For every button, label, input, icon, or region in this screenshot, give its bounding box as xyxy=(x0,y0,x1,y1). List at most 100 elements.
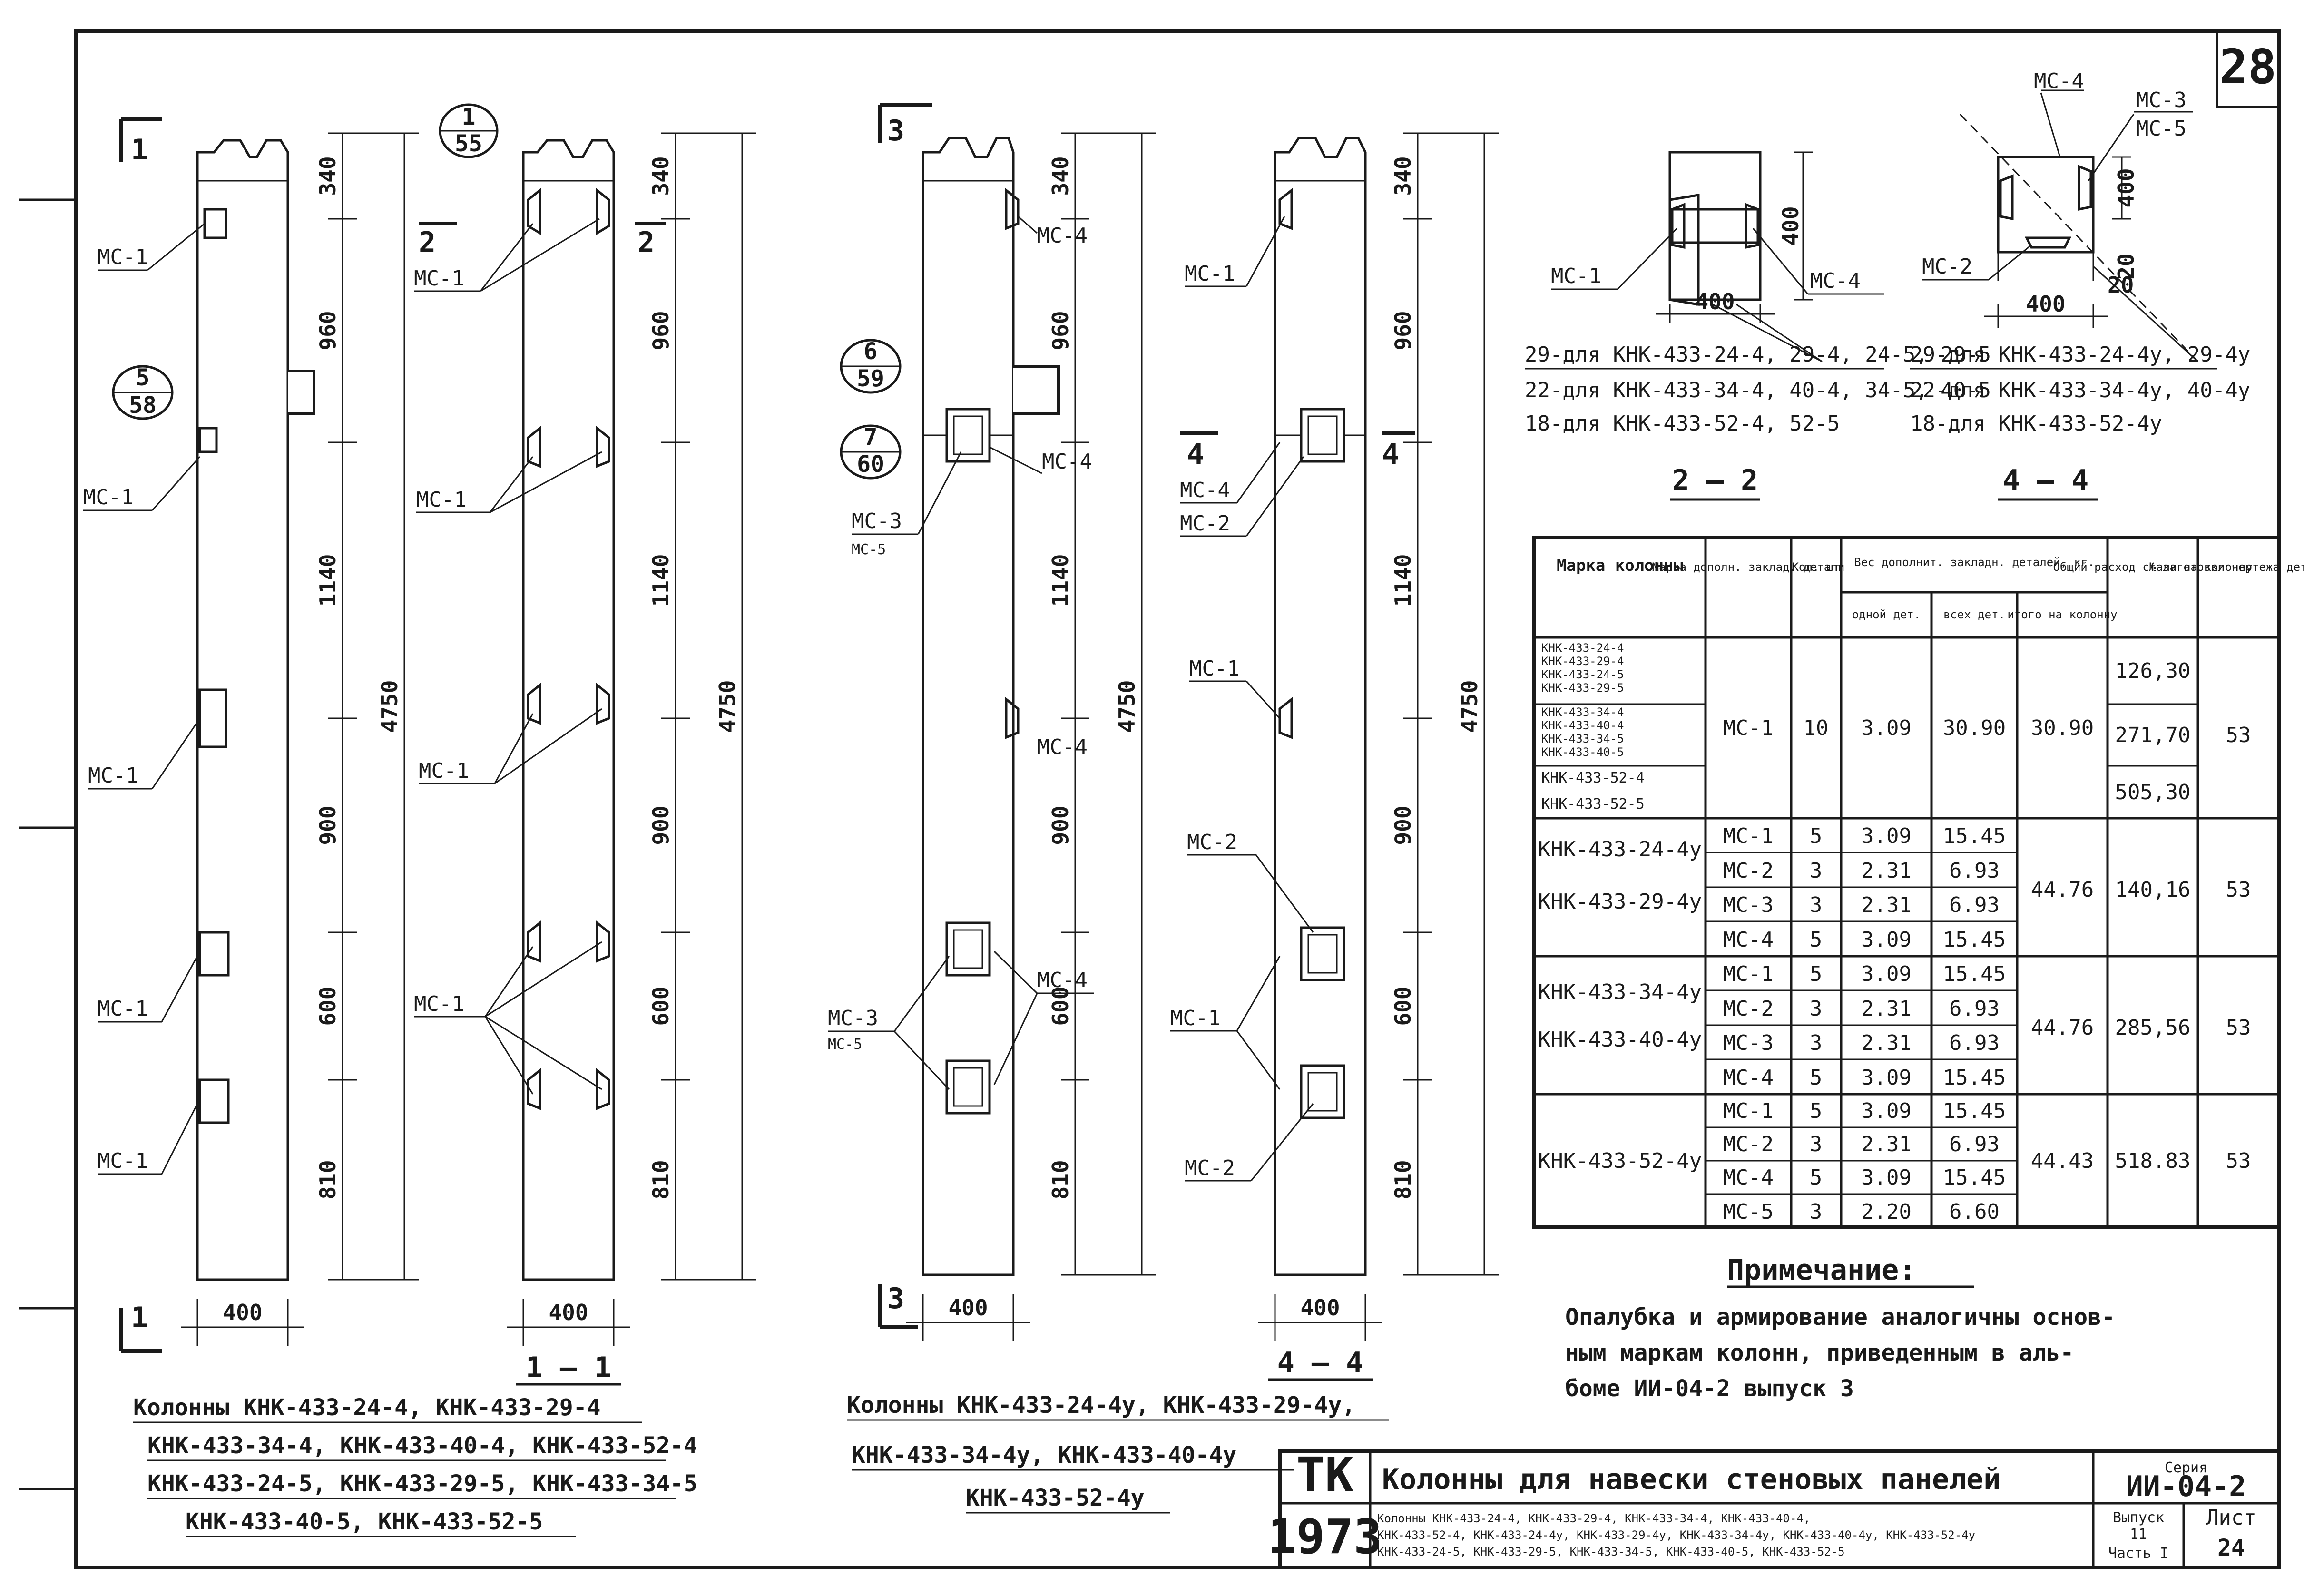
tb-series: ИИ-04-2 xyxy=(2126,1470,2246,1503)
sec22-title: 2 — 2 xyxy=(1672,464,1758,497)
sec22-note-2: 22-для КНК-433-34-4, 40-4, 34-5, 40-5 xyxy=(1525,378,1991,402)
tg3-r2-one: 2.31 xyxy=(1861,1031,1912,1055)
tb-org: ТК xyxy=(1296,1447,1353,1503)
tg1-steel-2: 505,30 xyxy=(2115,780,2191,804)
tg1-detail: МС-1 xyxy=(1723,716,1774,740)
th-drawing: № заготовки чертежа детали xyxy=(2149,560,2304,574)
tg4-r1-detail: МС-2 xyxy=(1723,1132,1774,1156)
sec22-dim-v: 400 xyxy=(1778,206,1804,245)
group1-section-title: 1 — 1 xyxy=(526,1351,612,1384)
callout-5-bottom: 58 xyxy=(129,392,157,419)
label-ms3-c2: МС-3 xyxy=(828,1006,878,1030)
g1b-dim-810: 810 xyxy=(648,1160,674,1199)
tg2-r3-one: 3.09 xyxy=(1861,928,1912,952)
tb-subtitle-1: Колонны КНК-433-24-4, КНК-433-29-4, КНК-… xyxy=(1377,1512,1810,1525)
g1-caption-line4: КНК-433-40-5, КНК-433-52-5 xyxy=(186,1508,543,1535)
g1a-dim-960: 960 xyxy=(315,311,341,350)
tg1-mark-0: КНК-433-24-4 xyxy=(1541,641,1624,655)
tg1-drawing: 53 xyxy=(2226,723,2251,747)
g2-caption-line2: КНК-433-34-4у, КНК-433-40-4у xyxy=(852,1442,1236,1469)
tb-title: Колонны для навески стеновых панелей xyxy=(1382,1463,2000,1496)
tg1-mark-8: КНК-433-52-4 xyxy=(1541,770,1645,786)
tg2-drawing: 53 xyxy=(2226,878,2251,902)
tg1-mark-6: КНК-433-34-5 xyxy=(1541,732,1624,745)
tg1-mark-2: КНК-433-24-5 xyxy=(1541,668,1624,681)
tg2-r1-one: 2.31 xyxy=(1861,859,1912,883)
tg4-drawing: 53 xyxy=(2226,1149,2251,1173)
label-ms1-b3: МС-1 xyxy=(419,759,469,783)
section-2-left: 2 xyxy=(419,226,436,259)
callout-6-bottom: 59 xyxy=(857,365,884,392)
th-qty: Кол. шт xyxy=(1792,560,1840,574)
g1a-dim-340: 340 xyxy=(315,156,341,196)
label-ms1-b1: МС-1 xyxy=(414,266,464,291)
tg1-mark-9: КНК-433-52-5 xyxy=(1541,796,1645,813)
section-mark-3-bottom: 3 xyxy=(887,1282,904,1315)
tg3-r3-one: 3.09 xyxy=(1861,1066,1912,1090)
sec44-label-ms5: МС-5 xyxy=(2136,117,2186,141)
g1a-dim-900: 900 xyxy=(315,805,341,845)
sheet-number: 28 xyxy=(2219,39,2276,95)
group1-b-width: 400 xyxy=(549,1300,588,1325)
label-ms2-d3: МС-2 xyxy=(1185,1156,1235,1180)
tg2-r1-all: 6.93 xyxy=(1949,859,2000,883)
g1a-dim-600: 600 xyxy=(315,986,341,1026)
label-ms4-c2: МС-4 xyxy=(1042,450,1092,474)
tg2-r0-all: 15.45 xyxy=(1943,824,2006,848)
tg1-mark-3: КНК-433-29-5 xyxy=(1541,681,1624,695)
label-ms2-d2: МС-2 xyxy=(1187,830,1237,854)
sec44-dim-s1: 20 xyxy=(2113,253,2139,279)
tg1-qty: 10 xyxy=(1804,716,1829,740)
tg2-r2-qty: 3 xyxy=(1810,893,1823,917)
tg3-total: 44.76 xyxy=(2031,1016,2094,1040)
tg2-r1-detail: МС-2 xyxy=(1723,859,1774,883)
tg4-mark-0: КНК-433-52-4у xyxy=(1538,1149,1702,1173)
tg4-total: 44.43 xyxy=(2031,1149,2094,1173)
section-mark-1-bottom: 1 xyxy=(131,1301,148,1334)
tg3-r3-detail: МС-4 xyxy=(1723,1066,1774,1090)
section-mark-1-top: 1 xyxy=(131,133,148,166)
th-mark: Марка колонны xyxy=(1557,556,1683,575)
tg2-r2-all: 6.93 xyxy=(1949,893,2000,917)
label-ms3-c1: МС-3 xyxy=(852,509,902,533)
th-steel: Общий расход стали на колонну xyxy=(2053,560,2252,574)
group1-a-width: 400 xyxy=(223,1300,262,1325)
callout-1-top: 1 xyxy=(462,104,476,130)
tg2-r3-qty: 5 xyxy=(1810,928,1823,952)
tg4-r0-all: 15.45 xyxy=(1943,1099,2006,1123)
sec44-label-ms4: МС-4 xyxy=(2034,69,2084,93)
section-2-2: 400 400 МС-1 МС-4 29-для КНК-433-24-4, 2… xyxy=(1525,151,1991,501)
tg1-mark-5: КНК-433-40-4 xyxy=(1541,719,1624,732)
group1-caption: Колонны КНК-433-24-4, КНК-433-29-4 КНК-4… xyxy=(133,1394,697,1537)
tg2-r2-detail: МС-3 xyxy=(1723,893,1774,917)
label-ms1-a2: МС-1 xyxy=(83,485,134,509)
tb-sheet: 24 xyxy=(2217,1535,2245,1561)
tg2-r0-one: 3.09 xyxy=(1861,824,1912,848)
tg3-steel: 285,56 xyxy=(2115,1016,2191,1040)
g1-caption-line3: КНК-433-24-5, КНК-433-29-5, КНК-433-34-5 xyxy=(147,1470,697,1497)
note-title: Примечание: xyxy=(1727,1253,1916,1287)
label-ms1-b4: МС-1 xyxy=(414,992,464,1016)
callout-6-top: 6 xyxy=(864,338,878,365)
note-line-3: боме ИИ-04-2 выпуск 3 xyxy=(1565,1375,1854,1402)
sec44-label-ms3: МС-3 xyxy=(2136,88,2186,112)
tg2-r0-detail: МС-1 xyxy=(1723,824,1774,848)
th-total: итого на колонну xyxy=(2007,608,2117,621)
tg3-r0-all: 15.45 xyxy=(1943,962,2006,986)
tg4-r1-all: 6.93 xyxy=(1949,1132,2000,1156)
tb-part: Часть I xyxy=(2108,1545,2168,1562)
tg3-r2-all: 6.93 xyxy=(1949,1031,2000,1055)
tg1-steel-0: 126,30 xyxy=(2115,659,2191,683)
tg4-r2-all: 15.45 xyxy=(1943,1165,2006,1190)
tg4-r2-detail: МС-4 xyxy=(1723,1165,1774,1190)
th-all: всех дет. xyxy=(1943,608,2005,621)
tg3-r2-qty: 3 xyxy=(1810,1031,1823,1055)
label-ms1-d1: МС-1 xyxy=(1185,262,1235,286)
sec22-dim-h: 400 xyxy=(1695,289,1735,314)
th-one: одной дет. xyxy=(1852,608,1921,621)
sheet-number-box xyxy=(2216,29,2280,108)
label-ms1-a3: МС-1 xyxy=(88,764,138,788)
tg4-r0-detail: МС-1 xyxy=(1723,1099,1774,1123)
tg1-steel-1: 271,70 xyxy=(2115,723,2191,747)
sec44-dim-h: 400 xyxy=(2026,291,2065,317)
